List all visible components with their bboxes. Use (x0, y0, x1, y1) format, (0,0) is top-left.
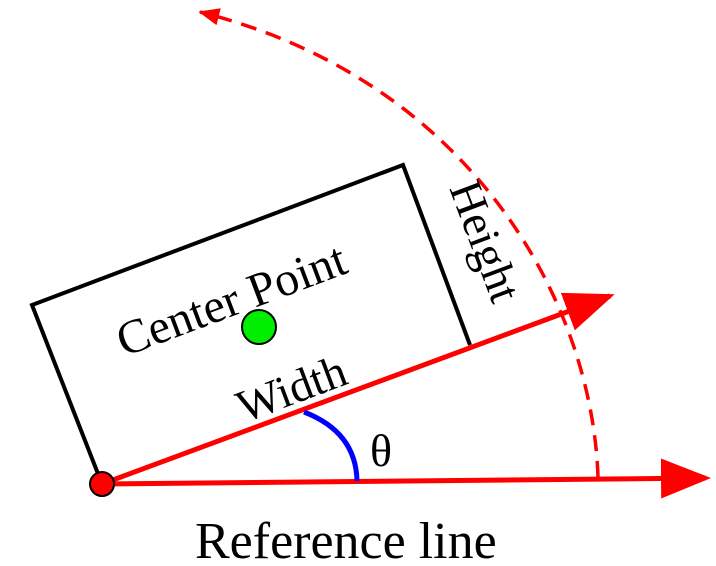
theta-label: θ (370, 425, 392, 476)
width-label: Width (230, 345, 354, 433)
reference-line-label: Reference line (195, 513, 497, 566)
origin-point (89, 471, 115, 497)
width-vector-arrow (101, 292, 615, 487)
height-label: Height (440, 174, 532, 309)
angle-arc (303, 409, 360, 482)
rotation-arc (198, 8, 600, 478)
reference-line-arrow (101, 458, 711, 499)
rectangle-outline (29, 162, 472, 485)
center-point-label: Center Point (109, 233, 354, 368)
center-point-marker (241, 309, 277, 345)
